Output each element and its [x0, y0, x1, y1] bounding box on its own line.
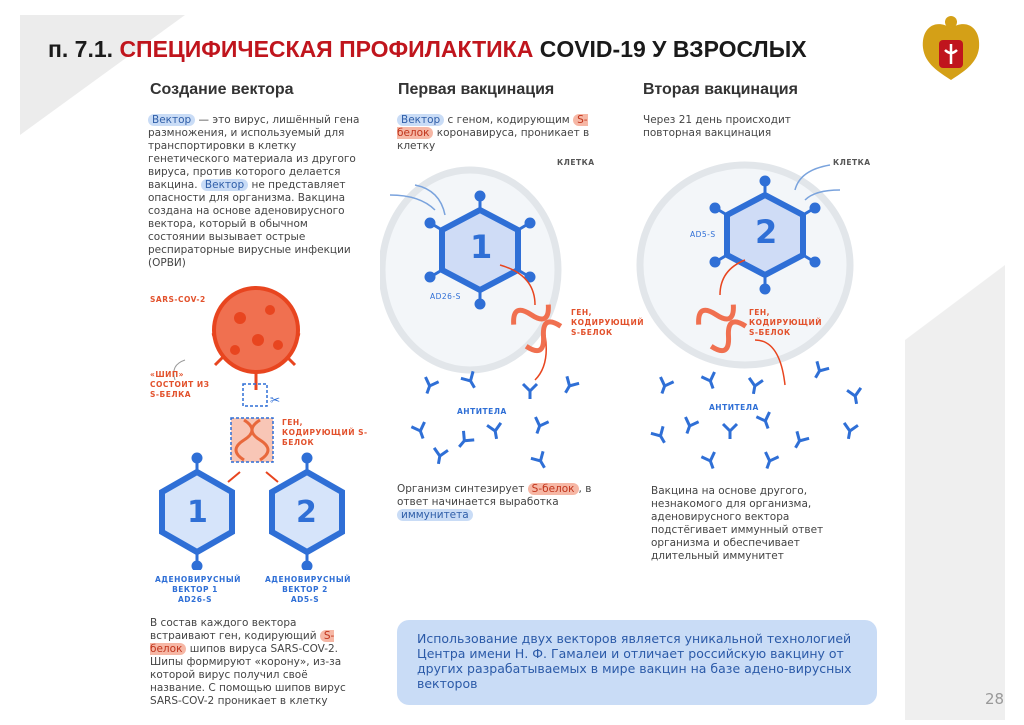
- cell-label-2: КЛЕТКА: [833, 158, 871, 167]
- first-vaccination-result: Организм синтезирует S-белок, в ответ на…: [397, 483, 592, 521]
- vaccination-illustration: [380, 161, 863, 469]
- antibody-icon: [650, 425, 666, 444]
- antibody-icon: [486, 422, 503, 440]
- vector-creation-illustration: ✂: [159, 286, 345, 570]
- second-vaccination-intro: Через 21 день происходит повторная вакци…: [643, 114, 791, 139]
- gene-label: ГЕН, КОДИРУЮЩИЙ S-БЕЛОК: [282, 418, 368, 447]
- antibodies-label-1: АНТИТЕЛА: [457, 407, 507, 416]
- vector-1-in-cell-icon: [424, 190, 536, 310]
- second-vector-number: 2: [755, 213, 778, 251]
- cell-label-1: КЛЕТКА: [557, 158, 595, 167]
- antibody-icon: [432, 447, 449, 465]
- antibody-icon: [458, 430, 475, 448]
- page-title: п. 7.1. СПЕЦИФИЧЕСКАЯ ПРОФИЛАКТИКА COVID…: [48, 36, 807, 62]
- antibody-icon: [424, 376, 440, 394]
- antibodies-icons: [410, 360, 863, 469]
- coat-of-arms-emblem: [922, 16, 980, 81]
- antibody-icon: [842, 422, 859, 440]
- vector-definition-text: Вектор — это вирус, лишённый гена размно…: [148, 114, 360, 269]
- antibody-icon: [684, 416, 700, 434]
- antibody-icon: [814, 360, 830, 379]
- antibody-icon: [530, 450, 546, 469]
- antibody-icon: [659, 376, 675, 394]
- ad26-label: AD26-S: [430, 292, 461, 301]
- antibody-icon: [700, 371, 716, 389]
- sars-cov-2-virus-icon: [211, 286, 301, 390]
- antibody-icon: [564, 375, 580, 394]
- gene-label-2: ГЕН, КОДИРУЮЩИЙ S-БЕЛОК: [749, 308, 823, 337]
- antibody-icon: [534, 416, 550, 434]
- vector-2-in-cell-icon: [709, 175, 821, 295]
- antibody-icon: [755, 411, 771, 429]
- second-vaccination-result: Вакцина на основе другого, незнакомого д…: [651, 485, 824, 562]
- antibody-icon: [747, 377, 764, 395]
- callout-box: Использование двух векторов является уни…: [397, 620, 877, 705]
- scissors-icon: ✂: [270, 393, 280, 407]
- spike-label: «ШИП» СОСТОИТ ИЗ S-БЕЛКА: [150, 370, 210, 399]
- antibody-icon: [700, 451, 716, 469]
- vector-2-number: 2: [296, 495, 317, 530]
- antibody-icon: [846, 387, 863, 405]
- sars-cov-2-label: SARS-COV-2: [150, 295, 206, 304]
- antibody-icon: [721, 422, 739, 439]
- dna-icon: [234, 418, 270, 462]
- page-number: 28: [985, 690, 1005, 708]
- antibody-icon: [521, 382, 539, 399]
- first-vaccination-intro: Вектор с геном, кодирующим S-белок корон…: [397, 114, 590, 152]
- entry-arrows-1: [389, 184, 446, 216]
- vector-1-number: 1: [187, 495, 208, 530]
- antibodies-label-2: АНТИТЕЛА: [709, 403, 759, 412]
- heading-second-vaccination: Вторая вакцинация: [643, 81, 798, 98]
- gene-label-1: ГЕН, КОДИРУЮЩИЙ S-БЕЛОК: [571, 308, 645, 337]
- spike-protein-text: В состав каждого вектора встраивают ген,…: [150, 617, 346, 707]
- antibody-icon: [410, 421, 426, 439]
- dna-icon: [511, 304, 563, 354]
- heading-vector-creation: Создание вектора: [150, 81, 294, 98]
- antibody-icon: [764, 451, 780, 469]
- first-vector-number: 1: [470, 228, 493, 266]
- heading-first-vaccination: Первая вакцинация: [398, 81, 555, 98]
- entry-arrows-2: [794, 164, 841, 201]
- dna-icon: [696, 304, 748, 354]
- antibody-icon: [460, 370, 476, 389]
- ad5-label: AD5-S: [690, 230, 716, 239]
- antibody-icon: [794, 430, 810, 449]
